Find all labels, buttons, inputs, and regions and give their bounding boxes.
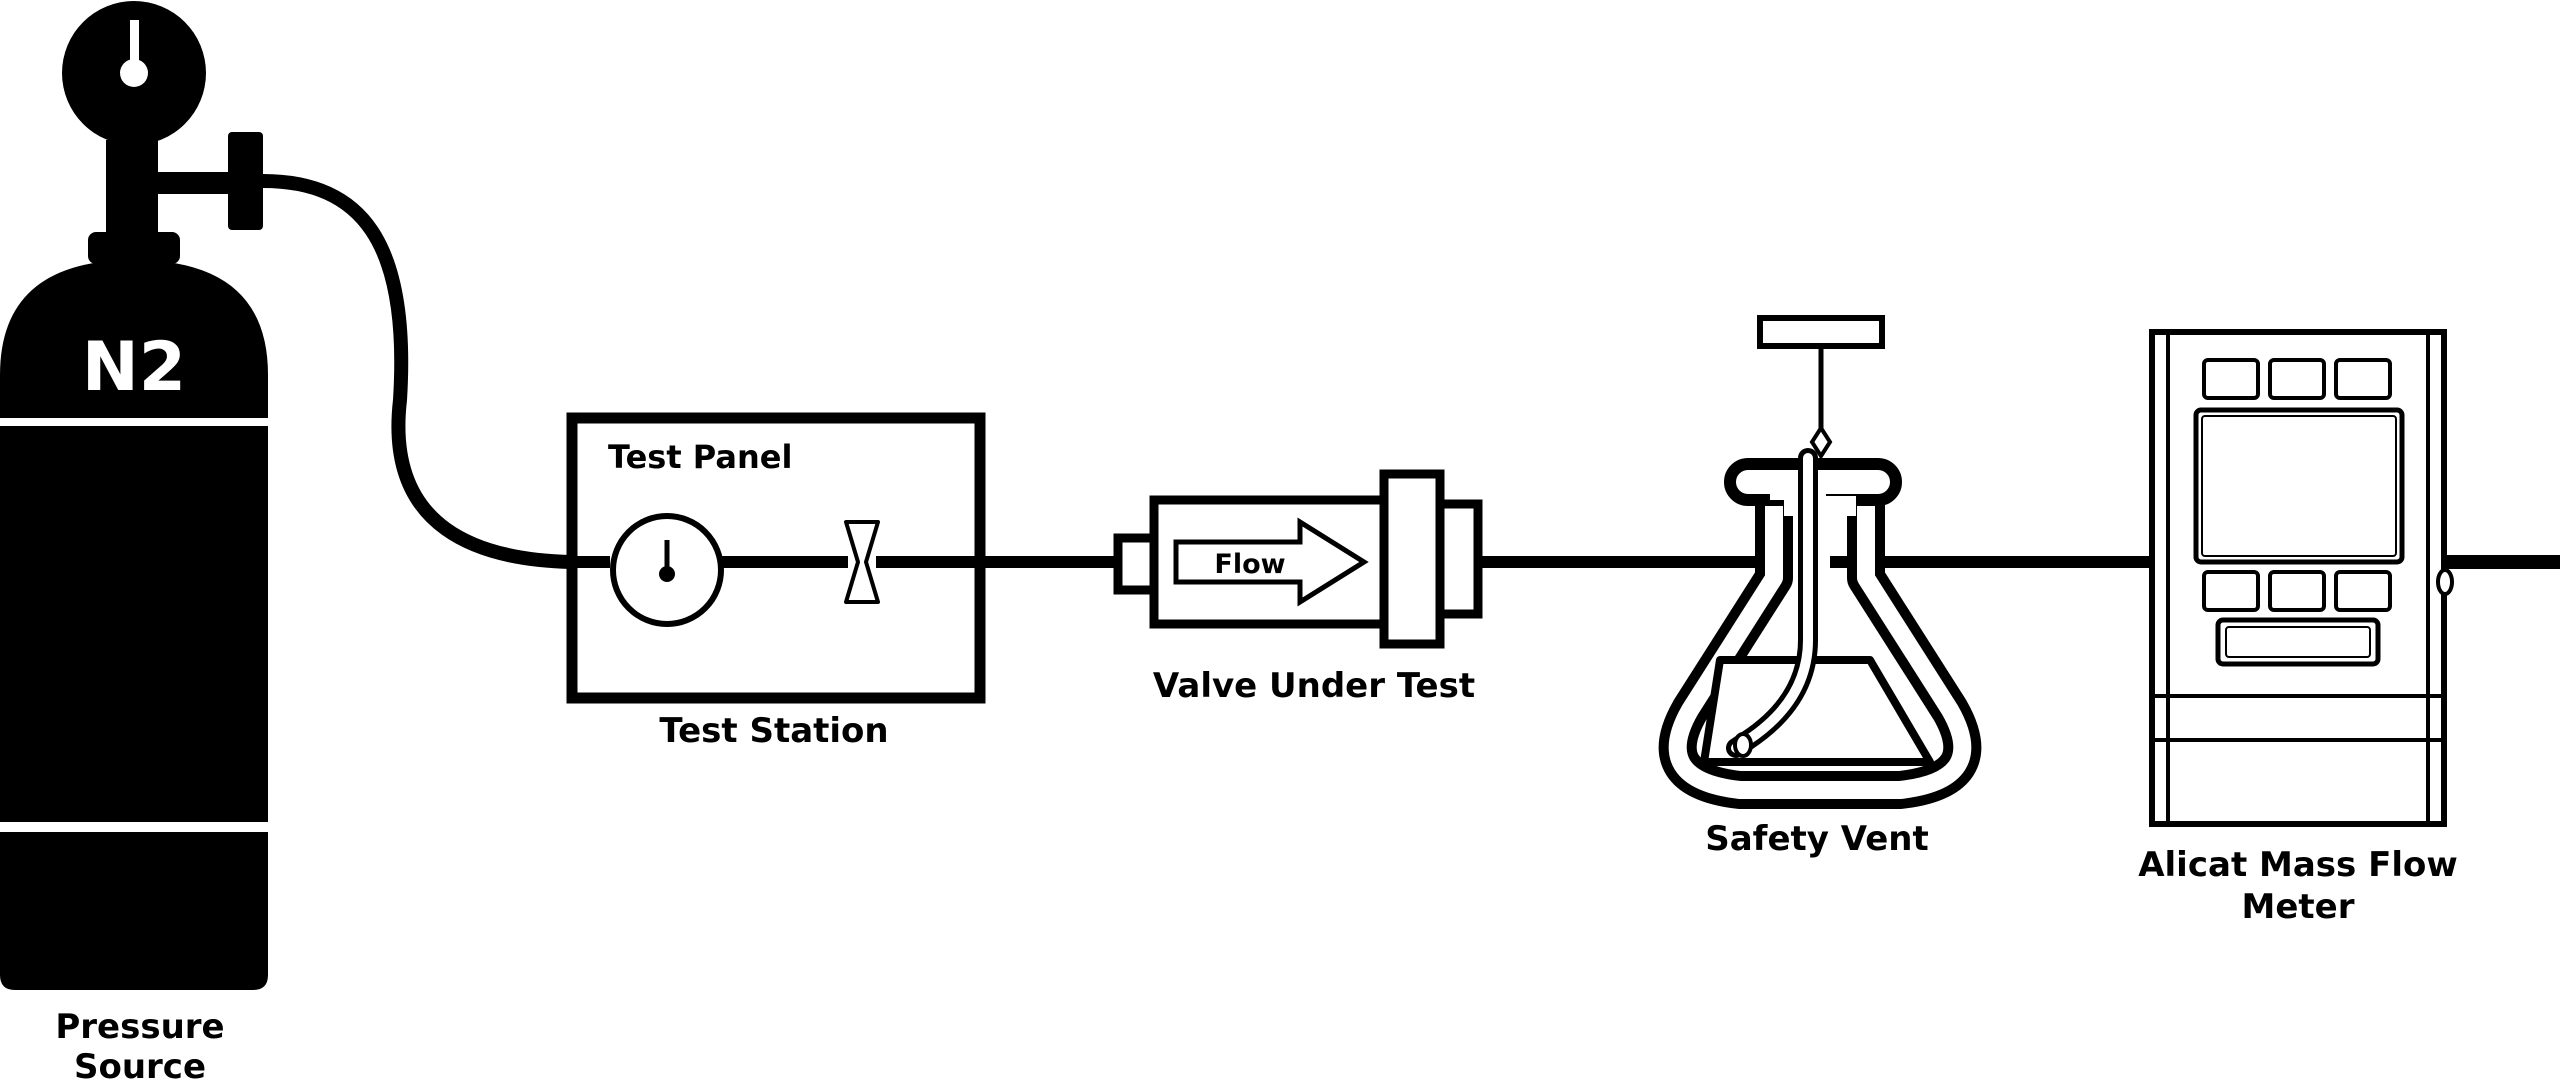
meter-button: [2202, 570, 2260, 612]
valve-under-test-label: Valve Under Test: [1153, 666, 1475, 706]
meter-button: [2268, 570, 2326, 612]
mass-flow-meter-label-line1: Alicat Mass Flow: [2138, 845, 2458, 885]
cylinder-valve-handle: [228, 132, 263, 230]
meter-button: [2268, 358, 2326, 400]
meter-button: [2202, 358, 2260, 400]
pressure-source-label-line1: Pressure: [55, 1007, 224, 1047]
safety-vent-label: Safety Vent: [1705, 819, 1929, 859]
panel-needle-valve-icon: [844, 520, 880, 604]
meter-button: [2334, 358, 2392, 400]
test-panel-label: Test Panel: [608, 438, 792, 476]
cylinder-gas-label: N2: [82, 328, 186, 407]
supply-hose: [262, 174, 573, 569]
meter-button: [2334, 570, 2392, 612]
flow-arrow-label: Flow: [1214, 549, 1285, 580]
cylinder-body: [0, 260, 268, 990]
meter-display-screen: [2193, 407, 2405, 565]
nitrogen-cylinder: N2: [0, 1, 268, 990]
pressure-source-label-line2: Source: [74, 1047, 206, 1082]
vent-plunger-handle: [1757, 315, 1885, 349]
safety-vent-flask: [1658, 315, 1982, 809]
meter-slot: [2215, 617, 2381, 667]
valve-under-test: Flow: [1113, 469, 1483, 649]
flow-arrow-icon: [1173, 517, 1369, 607]
mass-flow-meter: [2149, 329, 2454, 827]
test-station-panel: Test Panel: [566, 412, 986, 704]
test-station-label: Test Station: [659, 711, 888, 751]
mass-flow-meter-label-line2: Meter: [2242, 887, 2355, 927]
